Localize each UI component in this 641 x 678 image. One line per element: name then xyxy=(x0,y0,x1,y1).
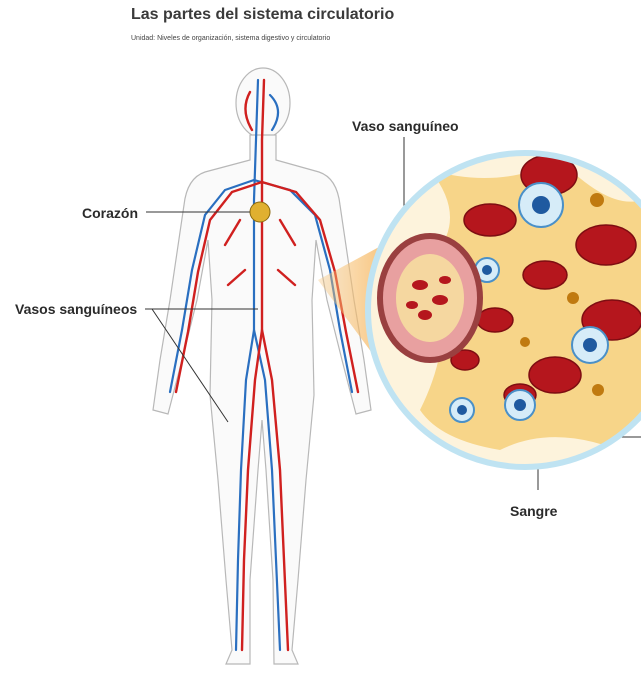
blood-label: Sangre xyxy=(510,503,557,519)
blood-vessels-label: Vasos sanguíneos xyxy=(15,301,137,317)
blood-vessel-label: Vaso sanguíneo xyxy=(352,118,459,134)
heart-label: Corazón xyxy=(82,205,138,221)
heart-icon xyxy=(250,202,270,222)
magnified-blood-view xyxy=(360,140,641,480)
